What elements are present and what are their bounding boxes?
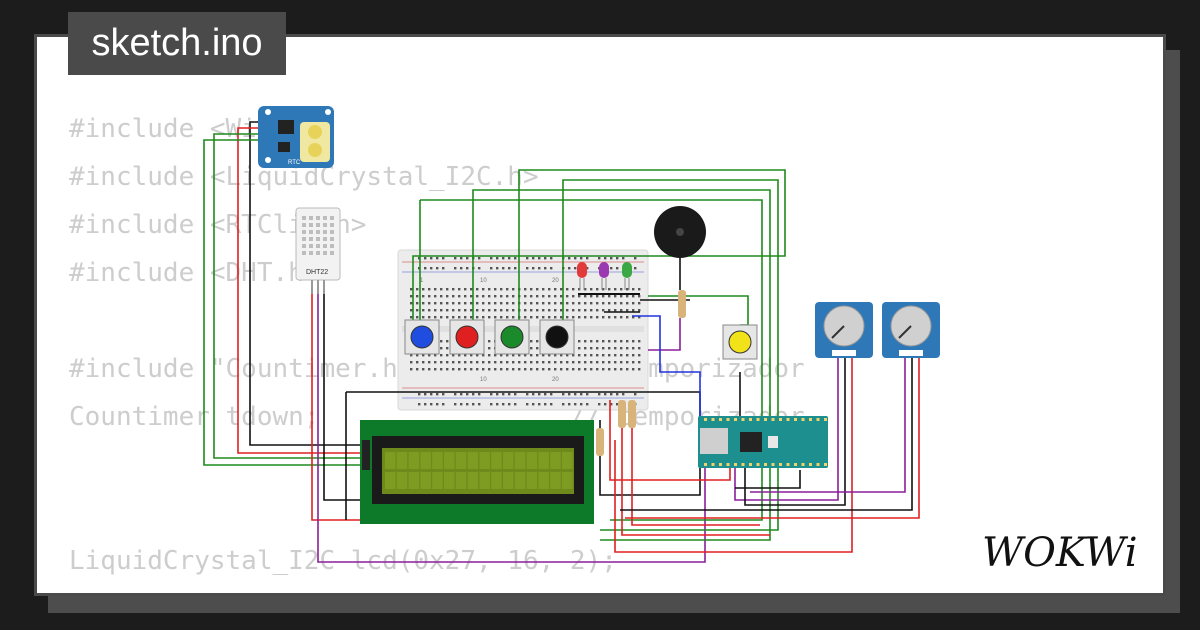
pushbutton-group: [404, 319, 758, 360]
black-pushbutton-icon[interactable]: [539, 319, 575, 355]
rtc-label: RTC: [288, 160, 301, 166]
filename-tab[interactable]: sketch.ino: [68, 12, 286, 75]
breadboard-column-20: 20: [552, 278, 559, 284]
led-group: [577, 262, 632, 290]
wokwi-logo-text: WOKWi: [982, 530, 1138, 576]
potentiometer-left[interactable]: [815, 302, 873, 358]
breadboard-column-10: 10: [480, 278, 487, 284]
yellow-pushbutton-icon[interactable]: [722, 324, 758, 360]
code-line: LiquidCrystal_I2C lcd(0x27, 16, 2);: [69, 546, 617, 576]
breadboard-column-20-lower: 20: [552, 377, 559, 383]
wokwi-logo: WOKWi: [982, 530, 1138, 576]
potentiometer-right[interactable]: [882, 302, 940, 358]
led: [599, 262, 609, 290]
led: [622, 262, 632, 290]
red-pushbutton-icon[interactable]: [449, 319, 485, 355]
green-pushbutton-icon[interactable]: [494, 319, 530, 355]
lcd-display: [360, 420, 594, 524]
dht-label: DHT22: [306, 269, 328, 276]
arduino-nano: [698, 416, 828, 468]
rtc-module: RTC: [258, 106, 334, 168]
dht22-sensor: DHT22: [295, 207, 341, 294]
resistors: [596, 290, 686, 456]
buzzer: [654, 206, 706, 258]
breadboard-column-10-lower: 10: [480, 377, 487, 383]
led: [577, 262, 587, 290]
blue-pushbutton-icon[interactable]: [404, 319, 440, 355]
breadboard-column-1: 1: [420, 278, 424, 284]
